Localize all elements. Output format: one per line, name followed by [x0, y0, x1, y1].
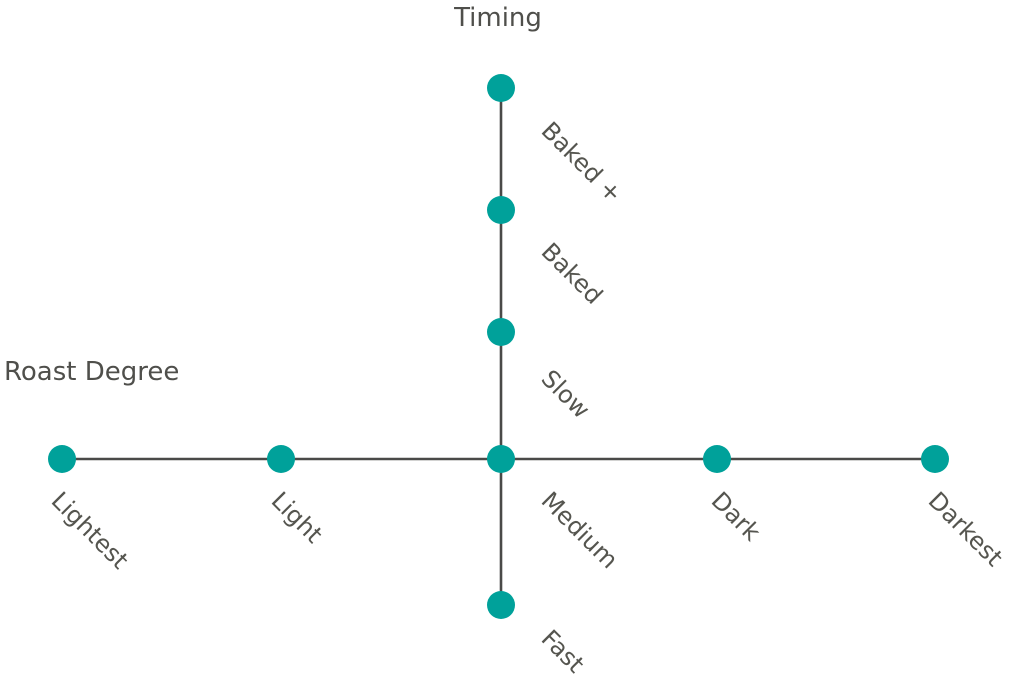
node-roast-darkest [921, 445, 949, 473]
label-roast-darkest: Darkest [923, 486, 1008, 571]
label-roast-lightest: Lightest [46, 486, 134, 574]
node-roast-lightest [48, 445, 76, 473]
node-timing-baked-plus [487, 74, 515, 102]
node-roast-dark [703, 445, 731, 473]
node-timing-slow [487, 318, 515, 346]
node-roast-light [267, 445, 295, 473]
label-timing-baked: Baked [536, 237, 608, 309]
roast-axis-title: Roast Degree [4, 357, 179, 387]
label-roast-dark: Dark [706, 486, 766, 546]
label-timing-baked-plus: Baked + [536, 116, 628, 208]
label-roast-medium: Medium [536, 486, 624, 574]
timing-axis-title: Timing [453, 3, 542, 33]
node-timing-fast [487, 591, 515, 619]
node-timing-baked [487, 196, 515, 224]
label-timing-fast: Fast [536, 624, 590, 678]
label-roast-light: Light [266, 486, 328, 548]
label-timing-slow: Slow [536, 364, 596, 424]
node-center-medium [487, 445, 515, 473]
